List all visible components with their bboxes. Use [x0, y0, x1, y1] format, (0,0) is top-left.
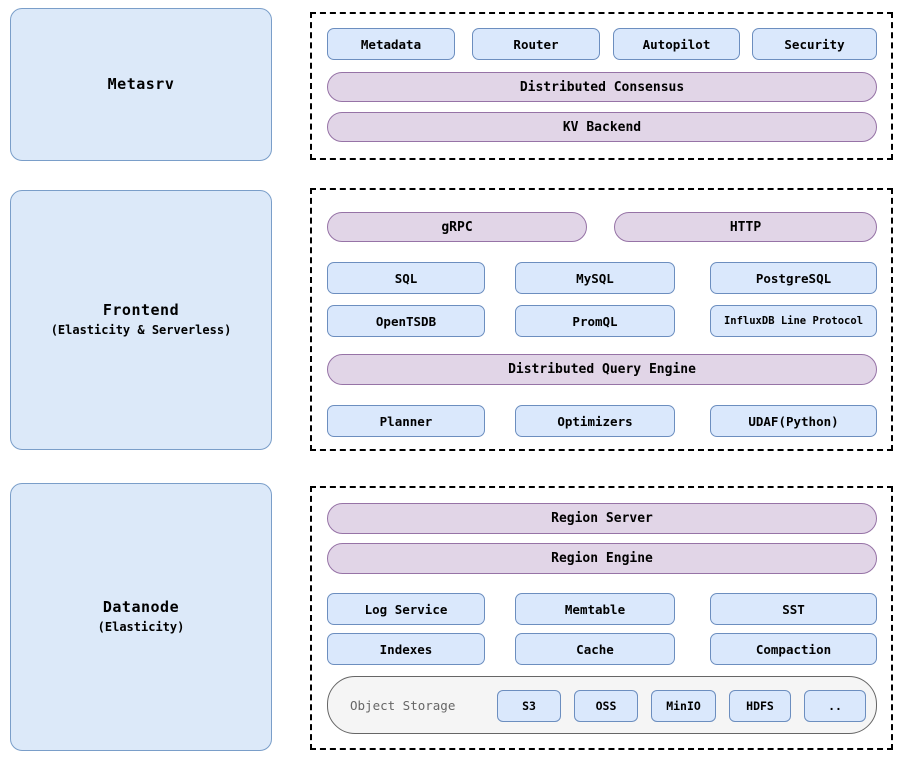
object-storage-label: Object Storage — [350, 697, 456, 713]
node-label: OpenTSDB — [375, 313, 437, 329]
role-title-metasrv: Metasrv — [107, 75, 175, 94]
node-label: Distributed Query Engine — [508, 362, 696, 377]
node-label: MinIO — [666, 699, 701, 713]
metasrv-group: Metadata Router Autopilot Security Distr… — [310, 12, 893, 160]
frontend-protocol-postgresql[interactable]: PostgreSQL — [710, 262, 877, 294]
node-label: MySQL — [576, 270, 614, 286]
datanode-component-memtable[interactable]: Memtable — [515, 593, 675, 625]
datanode-bar-region-engine[interactable]: Region Engine — [327, 543, 877, 574]
frontend-engine-optimizers[interactable]: Optimizers — [515, 405, 675, 437]
node-label: InfluxDB Line Protocol — [723, 315, 864, 327]
role-panel-datanode[interactable]: Datanode (Elasticity) — [10, 483, 272, 751]
frontend-transport-grpc[interactable]: gRPC — [327, 212, 587, 242]
frontend-transport-http[interactable]: HTTP — [614, 212, 877, 242]
node-label: Distributed Consensus — [519, 79, 685, 95]
node-label: PostgreSQL — [755, 270, 832, 286]
datanode-component-indexes[interactable]: Indexes — [327, 633, 485, 665]
frontend-protocol-influxdb-line-protocol[interactable]: InfluxDB Line Protocol — [710, 305, 877, 337]
frontend-protocol-opentsdb[interactable]: OpenTSDB — [327, 305, 485, 337]
node-label: Security — [784, 36, 845, 52]
role-title-datanode: Datanode — [102, 598, 180, 617]
role-panel-metasrv[interactable]: Metasrv — [10, 8, 272, 161]
metasrv-service-autopilot[interactable]: Autopilot — [613, 28, 740, 60]
node-label: Indexes — [379, 641, 433, 657]
frontend-protocol-sql[interactable]: SQL — [327, 262, 485, 294]
object-storage-backend-other[interactable]: .. — [804, 690, 866, 722]
node-label: Compaction — [755, 641, 832, 657]
node-label: gRPC — [441, 219, 473, 235]
object-storage-backend-minio[interactable]: MinIO — [651, 690, 716, 722]
node-label: Log Service — [364, 601, 448, 617]
node-label: Metadata — [360, 36, 422, 52]
node-label: Region Server — [551, 511, 653, 526]
object-storage-backend-hdfs[interactable]: HDFS — [729, 690, 791, 722]
datanode-component-compaction[interactable]: Compaction — [710, 633, 877, 665]
node-label: S3 — [522, 699, 536, 713]
frontend-engine-planner[interactable]: Planner — [327, 405, 485, 437]
node-label: Optimizers — [557, 413, 633, 429]
metasrv-service-security[interactable]: Security — [752, 28, 877, 60]
role-title-frontend: Frontend — [102, 301, 180, 320]
frontend-bar-distributed-query-engine[interactable]: Distributed Query Engine — [327, 354, 877, 385]
role-panel-frontend[interactable]: Frontend (Elasticity & Serverless) — [10, 190, 272, 450]
datanode-bar-region-server[interactable]: Region Server — [327, 503, 877, 534]
node-label: Planner — [379, 413, 433, 429]
node-label: OSS — [595, 699, 617, 713]
role-subtitle-datanode: (Elasticity) — [97, 620, 185, 635]
node-label: UDAF(Python) — [748, 413, 839, 429]
object-storage-backend-s3[interactable]: S3 — [497, 690, 561, 722]
datanode-component-cache[interactable]: Cache — [515, 633, 675, 665]
node-label: .. — [828, 699, 842, 713]
datanode-component-log-service[interactable]: Log Service — [327, 593, 485, 625]
object-storage-backend-oss[interactable]: OSS — [574, 690, 638, 722]
node-label: HTTP — [729, 219, 762, 235]
frontend-engine-udaf-python[interactable]: UDAF(Python) — [710, 405, 877, 437]
node-label: SST — [782, 601, 805, 617]
frontend-group: gRPC HTTP SQL MySQL PostgreSQL OpenTSDB … — [310, 188, 893, 451]
node-label: Cache — [576, 641, 614, 657]
node-label: KV Backend — [562, 119, 642, 135]
datanode-group: Region Server Region Engine Log Service … — [310, 486, 893, 750]
frontend-protocol-mysql[interactable]: MySQL — [515, 262, 675, 294]
role-subtitle-frontend: (Elasticity & Serverless) — [50, 323, 232, 338]
node-label: Autopilot — [642, 36, 711, 52]
node-label: Memtable — [564, 601, 626, 617]
node-label: PromQL — [572, 313, 618, 329]
node-label: Router — [513, 36, 559, 52]
node-label: HDFS — [746, 699, 774, 713]
object-storage-container: Object Storage S3 OSS MinIO HDFS .. — [327, 676, 877, 734]
metasrv-service-router[interactable]: Router — [472, 28, 600, 60]
datanode-component-sst[interactable]: SST — [710, 593, 877, 625]
node-label: SQL — [394, 270, 418, 286]
frontend-protocol-promql[interactable]: PromQL — [515, 305, 675, 337]
metasrv-service-metadata[interactable]: Metadata — [327, 28, 455, 60]
metasrv-bar-distributed-consensus[interactable]: Distributed Consensus — [327, 72, 877, 102]
node-label: Region Engine — [551, 551, 653, 566]
metasrv-bar-kv-backend[interactable]: KV Backend — [327, 112, 877, 142]
